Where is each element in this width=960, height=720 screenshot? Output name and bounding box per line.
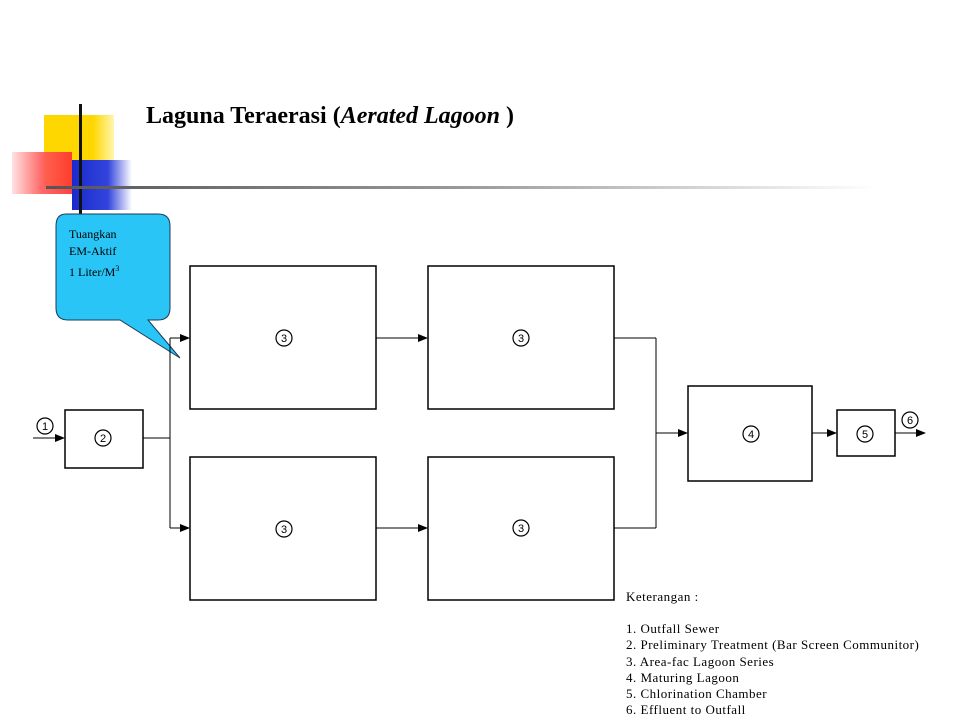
- badge-3c: [275, 520, 293, 538]
- badge-6: [901, 411, 919, 429]
- badge-2-label: 2: [100, 433, 106, 445]
- callout-line-3: 1 Liter/M3: [69, 260, 119, 281]
- badge-1: [36, 417, 54, 435]
- badge-5: [856, 425, 874, 443]
- badge-3b-label: 3: [518, 333, 524, 345]
- badge-6-label: 6: [907, 415, 913, 427]
- title-close: ): [500, 103, 515, 129]
- callout-line-2: EM-Aktif: [69, 244, 117, 258]
- legend-item-6: 6. Effluent to Outfall: [626, 702, 746, 718]
- badge-3d: [512, 519, 530, 537]
- badge-3c-label: 3: [281, 524, 287, 536]
- decor-vertical-line: [79, 104, 82, 214]
- legend-item-1: 1. Outfall Sewer: [626, 621, 720, 637]
- callout-bubble: [55, 213, 181, 359]
- title-main: Laguna Teraerasi (: [146, 103, 341, 129]
- legend-item-3: 3. Area-fac Lagoon Series: [626, 653, 775, 669]
- legend-item-2: 2. Preliminary Treatment (Bar Screen Com…: [626, 637, 920, 653]
- badge-3d-label: 3: [518, 523, 524, 535]
- legend-item-4: 4. Maturing Lagoon: [626, 669, 740, 685]
- legend-item-5: 5. Chlorination Chamber: [626, 686, 768, 702]
- callout-superscript: 3: [115, 264, 120, 273]
- badge-5-label: 5: [862, 429, 868, 441]
- callout-line-3-text: 1 Liter/M: [69, 265, 116, 279]
- title-italic: Aerated Lagoon: [340, 103, 501, 129]
- badge-2: [94, 429, 112, 447]
- decor-horizontal-line: [46, 186, 876, 189]
- badge-3a: [275, 329, 293, 347]
- badge-4: [742, 425, 760, 443]
- page-title: Laguna Teraerasi (Aerated Lagoon ): [146, 103, 514, 130]
- legend-spacer: [626, 605, 919, 621]
- badge-1-label: 1: [42, 421, 48, 433]
- legend-heading: Keterangan :: [626, 589, 699, 604]
- badge-4-label: 4: [748, 429, 754, 441]
- callout-text: Tuangkan EM-Aktif 1 Liter/M3: [69, 226, 119, 281]
- legend: Keterangan : 1. Outfall Sewer 2. Prelimi…: [626, 589, 919, 718]
- callout-line-1: Tuangkan: [69, 227, 117, 241]
- badge-3a-label: 3: [281, 333, 287, 345]
- badge-3b: [512, 329, 530, 347]
